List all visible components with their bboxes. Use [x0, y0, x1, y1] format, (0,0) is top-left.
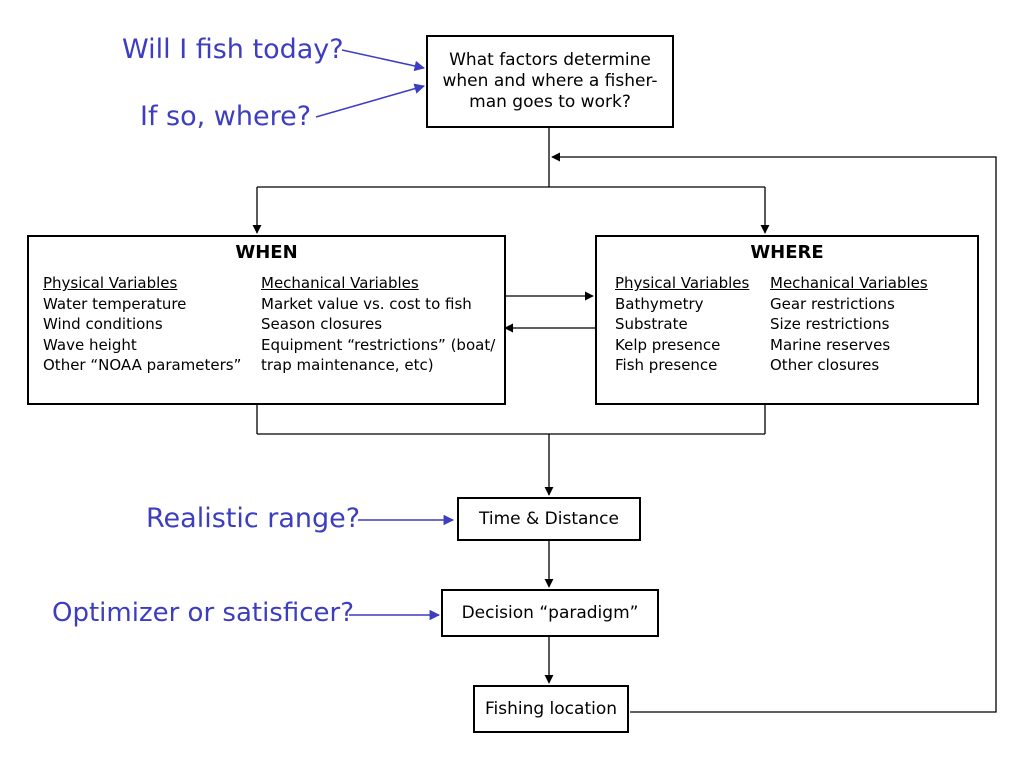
top-box-line-2: when and where a fisher-	[442, 71, 658, 91]
where-physical-item: Fish presence	[615, 356, 718, 374]
where-mechanical-heading: Mechanical Variables	[770, 274, 928, 292]
when-mechanical-item: Market value vs. cost to fish	[261, 294, 472, 313]
when-physical-heading: Physical Variables	[43, 274, 178, 292]
top-box-line-1: What factors determine	[449, 50, 651, 70]
question-optimizer: Optimizer or satisficer?	[52, 598, 354, 628]
when-mechanical-column: Mechanical Variables Market value vs. co…	[261, 273, 495, 376]
where-mechanical-column: Mechanical Variables Gear restrictions S…	[770, 273, 928, 376]
where-physical-item: Substrate	[615, 315, 688, 333]
feedback-loop	[551, 152, 997, 713]
where-physical-item: Bathymetry	[615, 294, 704, 313]
question-range: Realistic range?	[146, 503, 361, 534]
when-physical-item: Wave height	[43, 335, 137, 354]
where-panel: WHERE Physical Variables Bathymetry Subs…	[595, 235, 979, 405]
top-box-line-3: man goes to work?	[469, 92, 631, 112]
when-panel-title: WHEN	[235, 242, 298, 263]
where-mechanical-item: Other closures	[770, 356, 880, 374]
where-physical-item: Kelp presence	[615, 335, 721, 354]
arrow-where	[315, 83, 426, 118]
when-physical-item: Other “NOAA parameters”	[43, 356, 242, 374]
when-mechanical-item: trap maintenance, etc)	[261, 356, 434, 374]
when-physical-column: Physical Variables Water temperature Win…	[43, 273, 241, 376]
when-mechanical-item: Season closures	[261, 315, 383, 333]
where-mechanical-item: Size restrictions	[770, 315, 890, 333]
when-panel: WHEN Physical Variables Water temperatur…	[27, 235, 506, 405]
arrow-fish-today	[341, 49, 426, 72]
where-mechanical-item: Gear restrictions	[770, 294, 895, 313]
where-mechanical-item: Marine reserves	[770, 335, 891, 354]
question-fish-today: Will I fish today?	[122, 34, 344, 65]
when-mechanical-item: Equipment “restrictions” (boat/	[261, 335, 496, 354]
time-distance-box: Time & Distance	[457, 497, 641, 541]
where-panel-title: WHERE	[750, 242, 824, 263]
when-physical-item: Water temperature	[43, 294, 187, 313]
where-physical-column: Physical Variables Bathymetry Substrate …	[615, 273, 749, 376]
decision-paradigm-box: Decision “paradigm”	[441, 589, 659, 637]
fishing-location-box: Fishing location	[473, 685, 629, 733]
where-physical-heading: Physical Variables	[615, 274, 750, 292]
question-where: If so, where?	[140, 101, 312, 132]
when-mechanical-heading: Mechanical Variables	[261, 274, 419, 292]
when-physical-item: Wind conditions	[43, 315, 163, 333]
top-question-box: What factors determine when and where a …	[426, 35, 674, 128]
